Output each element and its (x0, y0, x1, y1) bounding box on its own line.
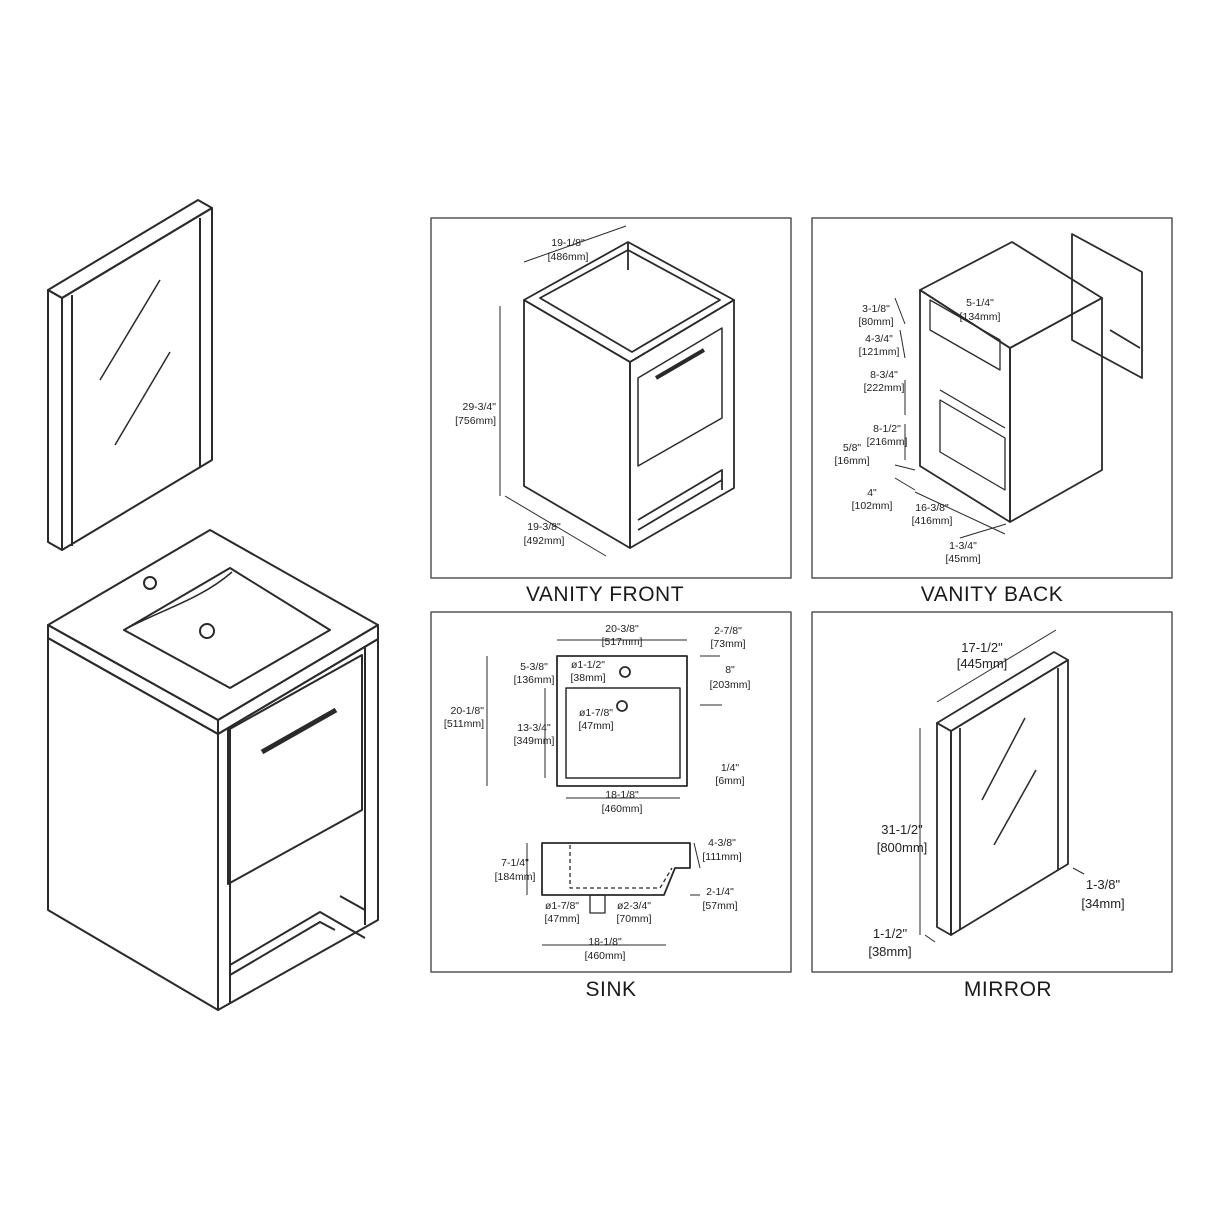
dimension-lines (486, 225, 1085, 946)
mirror-isometric (47, 199, 213, 551)
mirror-frame-mm: [38mm] (868, 944, 911, 959)
vf-width-in: 19-1/8" (551, 237, 585, 249)
vb-d8-in: 16-3/8" (915, 502, 949, 514)
vb-d5-mm: [216mm] (867, 436, 908, 448)
mirror-width-mm: [445mm] (957, 656, 1008, 671)
sink-side-low-in: 2-1/4" (706, 886, 734, 898)
vanity-front-drawing (523, 241, 735, 549)
sink-offset-in: 5-3/8" (520, 661, 548, 673)
vanity-back-drawing (919, 233, 1143, 523)
sink-side-h-in: 7-1/4" (501, 857, 529, 869)
mirror-height-mm: [800mm] (877, 840, 928, 855)
sink-side-low-mm: [57mm] (702, 900, 737, 912)
sink-rim-mm: [6mm] (715, 775, 744, 787)
vanity-front-dimensions: 19-1/8" [486mm] 29-3/4" [756mm] 19-3/8" … (455, 237, 588, 547)
vb-d8-mm: [416mm] (912, 515, 953, 527)
sink-drain-hole: ø1-7/8" (579, 707, 613, 719)
sink-drain-a-mm: [47mm] (544, 913, 579, 925)
vb-d7-mm: [102mm] (852, 500, 893, 512)
sink-drain-b: ø2-3/4" (617, 900, 651, 912)
mirror-drawing (936, 651, 1069, 936)
vb-d7-in: 4" (867, 487, 877, 499)
sink-side-top-mm: [111mm] (702, 851, 741, 863)
vb-d2-in: 5-1/4" (966, 297, 994, 309)
vf-height-mm: [756mm] (455, 415, 496, 427)
vb-d9-mm: [45mm] (945, 553, 980, 565)
mirror-depth-mm: [34mm] (1081, 896, 1124, 911)
sink-top-w-mm: [517mm] (602, 636, 643, 648)
vanity-front-frame (430, 217, 792, 579)
sink-edge-in: 2-7/8" (714, 625, 742, 637)
vb-d1-mm: [80mm] (858, 316, 893, 328)
sink-frame (430, 611, 792, 973)
sink-side-h-mm: [184mm] (495, 871, 536, 883)
mirror-dimensions: 17-1/2" [445mm] 31-1/2" [800mm] 1-3/8" [… (868, 640, 1124, 959)
vb-d2-mm: [134mm] (960, 311, 1001, 323)
sink-drain-a: ø1-7/8" (545, 900, 579, 912)
vf-depth-in: 19-3/8" (527, 521, 561, 533)
mirror-width-in: 17-1/2" (961, 640, 1003, 655)
sink-top-w-in: 20-3/8" (605, 623, 639, 635)
sink-inner-w-mm: [460mm] (602, 803, 643, 815)
sink-inner-d-mm: [349mm] (514, 735, 555, 747)
sink-right-in: 8" (725, 664, 735, 676)
vb-d5-in: 8-1/2" (873, 423, 901, 435)
mirror-frame (811, 611, 1173, 973)
sink-side-top-in: 4-3/8" (708, 837, 736, 849)
vanity-front-title: VANITY FRONT (525, 583, 685, 606)
sink-edge-mm: [73mm] (710, 638, 745, 650)
sink-rim-in: 1/4" (721, 762, 740, 774)
sink-faucet-hole-mm: [38mm] (570, 672, 605, 684)
vanity-back-dimensions: 3-1/8" [80mm] 5-1/4" [134mm] 4-3/4" [121… (834, 297, 1000, 565)
vf-width-mm: [486mm] (548, 251, 589, 263)
sink-drain-hole-mm: [47mm] (578, 720, 613, 732)
sink-inner-d-in: 13-3/4" (517, 722, 551, 734)
vanity-back-title: VANITY BACK (920, 583, 1064, 606)
sink-drain-b-mm: [70mm] (616, 913, 651, 925)
vb-d6-mm: [16mm] (834, 455, 869, 467)
sink-right-mm: [203mm] (710, 679, 751, 691)
vb-d6-in: 5/8" (843, 442, 862, 454)
mirror-depth-in: 1-3/8" (1086, 877, 1121, 892)
vf-depth-mm: [492mm] (524, 535, 565, 547)
sink-inner-w-in: 18-1/8" (605, 789, 639, 801)
sink-title: SINK (585, 978, 637, 1001)
vanity-isometric (47, 529, 379, 1011)
mirror-title: MIRROR (963, 978, 1053, 1001)
sink-dimensions: 20-3/8" [517mm] 2-7/8" [73mm] ø1-1/2" [3… (444, 623, 751, 962)
sink-drawing (541, 655, 691, 914)
mirror-height-in: 31-1/2" (881, 822, 923, 837)
mirror-frame-in: 1-1/2" (873, 926, 908, 941)
vb-d9-in: 1-3/4" (949, 540, 977, 552)
vb-d4-in: 8-3/4" (870, 369, 898, 381)
sink-depth-mm: [511mm] (444, 718, 484, 730)
vanity-back-frame (811, 217, 1173, 579)
vb-d3-in: 4-3/4" (865, 333, 893, 345)
vb-d3-mm: [121mm] (859, 346, 900, 358)
sink-bottom-w-mm: [460mm] (585, 950, 626, 962)
sink-bottom-w-in: 18-1/8" (588, 936, 622, 948)
vf-height-in: 29-3/4" (463, 401, 497, 413)
sink-depth-in: 20-1/8" (451, 705, 485, 717)
sink-faucet-hole: ø1-1/2" (571, 659, 605, 671)
sink-offset-mm: [136mm] (514, 674, 555, 686)
vb-d4-mm: [222mm] (864, 382, 905, 394)
vb-d1-in: 3-1/8" (862, 303, 890, 315)
